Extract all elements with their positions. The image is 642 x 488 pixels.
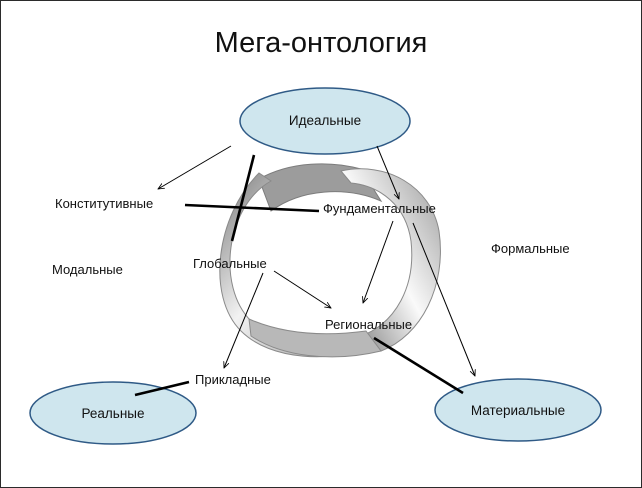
- bold-line-constitutive-fundamental: [184, 203, 320, 213]
- ideal-ellipse: [239, 87, 411, 155]
- diagram-title: Мега-онтология: [214, 27, 428, 59]
- arrow-group: [158, 145, 475, 376]
- bold-line-group: [134, 154, 464, 397]
- constitutive-label: Конститутивные: [55, 196, 154, 211]
- arrow-global-to-applied: [224, 272, 264, 368]
- arrow-ideal-to-fundamental: [376, 145, 399, 199]
- bold-line-ideal-global: [230, 154, 256, 242]
- material-ellipse: [434, 378, 602, 442]
- arrow-fundamental-to-regional: [363, 220, 394, 303]
- bold-line-real-applied: [134, 380, 190, 397]
- ideal-label: Идеальные: [288, 113, 362, 128]
- mobius-band-graphic: [219, 163, 441, 358]
- applied-label: Прикладные: [195, 372, 271, 387]
- real-label: Реальные: [81, 406, 145, 421]
- regional-label: Региональные: [325, 317, 413, 332]
- material-label: Материальные: [470, 403, 566, 418]
- arrow-ideal-to-constitutive: [158, 145, 232, 189]
- bold-line-regional-material: [373, 336, 464, 395]
- modal-label: Модальные: [52, 262, 123, 277]
- real-ellipse: [29, 381, 197, 445]
- global-label: Глобальные: [193, 256, 267, 271]
- arrow-ideal-to-material: [412, 222, 475, 376]
- arrow-global-to-regional: [273, 270, 331, 308]
- formal-label: Формальные: [491, 241, 570, 256]
- fundamental-label: Фундаментальные: [323, 201, 436, 216]
